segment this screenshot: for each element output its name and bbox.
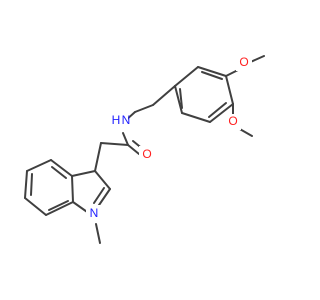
bond-aryl-5 xyxy=(174,85,183,114)
bond-pyrrole-double xyxy=(93,187,105,204)
bond-benzo-5 xyxy=(45,201,74,216)
bond-pyrrole-2 xyxy=(96,188,111,209)
bond-aryl-ch2 xyxy=(152,85,176,106)
methoxy-top-oxygen-label: O xyxy=(239,55,248,69)
atom-labels: O O N H O N xyxy=(86,55,252,223)
bond-ch2-indole xyxy=(94,142,102,172)
indole-nitrogen-label: N xyxy=(90,206,99,220)
bond-ch2-ch2 xyxy=(134,104,154,113)
amide-hydrogen-label: H xyxy=(112,113,121,127)
bond-benzo-double-2 xyxy=(30,173,33,196)
bond-n-carbonyl xyxy=(122,132,129,146)
bond-benzo-1 xyxy=(50,159,73,177)
bond-aryl-2 xyxy=(225,75,234,105)
bond-pyrrole-1 xyxy=(94,170,111,190)
bond-aryl-double-2 xyxy=(208,102,227,118)
molecule-structure: O O N H O N xyxy=(24,55,265,244)
amide-nitrogen-label: N xyxy=(122,113,131,127)
carbonyl-oxygen-label: O xyxy=(142,147,151,161)
bond-carbonyl-o-1 xyxy=(127,144,140,155)
bond-pyrrole-5 xyxy=(71,170,96,177)
bond-aryl-1 xyxy=(197,66,227,77)
bond-layer xyxy=(24,55,265,244)
bond-benzo-2 xyxy=(26,159,52,172)
methoxy-bottom-oxygen-label: O xyxy=(228,114,237,128)
bond-n-methyl xyxy=(95,223,101,244)
molecule-canvas: O O N H O N xyxy=(24,55,265,244)
bond-aryl-4 xyxy=(181,112,211,123)
bond-aryl-3 xyxy=(209,103,234,123)
bond-aryl-6 xyxy=(174,66,199,87)
bond-benzo-4 xyxy=(24,197,47,216)
bond-carbonyl-ch2 xyxy=(100,142,129,146)
bond-benzo-double-3 xyxy=(48,200,69,211)
bond-benzo-3 xyxy=(24,170,28,199)
bond-benzo-double-1 xyxy=(51,166,67,179)
bond-aryl-double-3 xyxy=(179,88,183,109)
bond-pyrrole-4 xyxy=(71,175,74,203)
bond-aryl-double-1 xyxy=(201,71,223,80)
